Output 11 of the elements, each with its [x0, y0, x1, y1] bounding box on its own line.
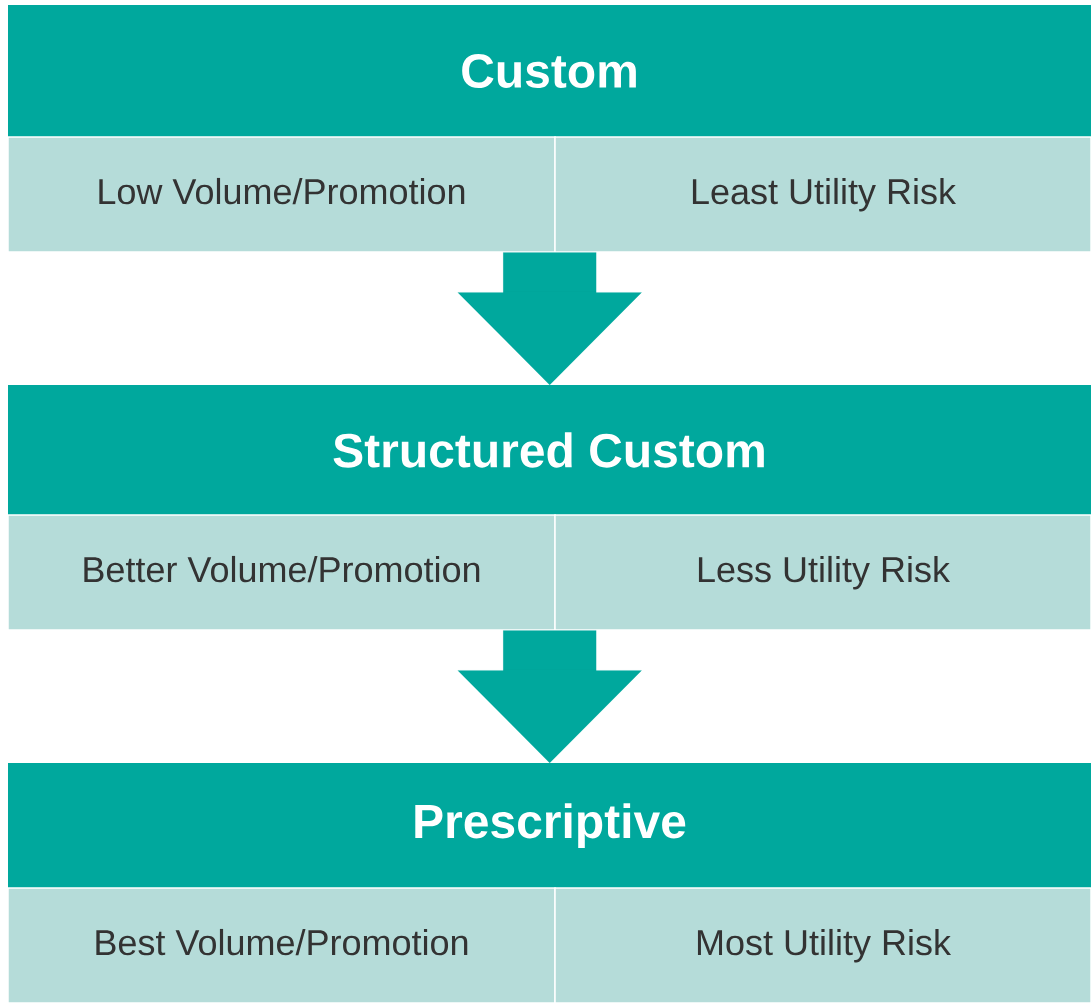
table-cell: Less Utility Risk — [554, 514, 1091, 631]
table-cell: Least Utility Risk — [554, 136, 1091, 253]
table-cell: Low Volume/Promotion — [7, 136, 556, 253]
table-cell: Better Volume/Promotion — [7, 514, 556, 631]
header-bar: Custom — [8, 5, 1091, 137]
header-bar: Structured Custom — [8, 385, 1091, 515]
table-cell: Best Volume/Promotion — [7, 887, 556, 1003]
header-bar: Prescriptive — [8, 763, 1091, 888]
block-arrow — [457, 630, 642, 764]
block-arrow — [457, 252, 642, 386]
table-cell: Most Utility Risk — [554, 887, 1091, 1003]
